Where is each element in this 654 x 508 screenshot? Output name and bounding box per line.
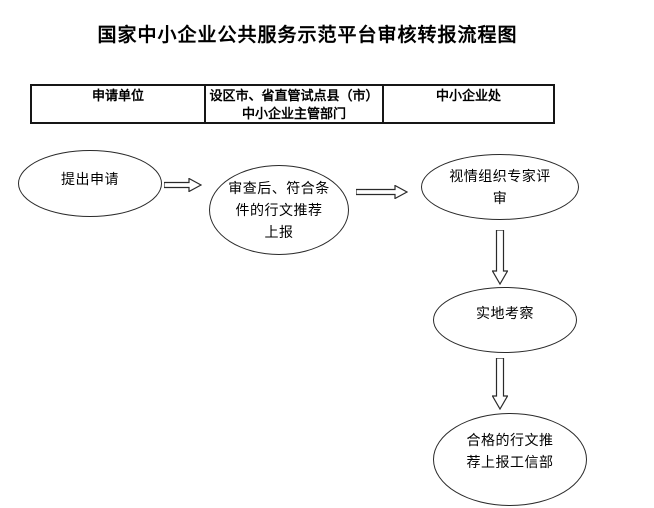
flow-node-label: 审查后、符合条 件的行文推荐 上报 <box>228 180 330 240</box>
flow-node-expert-evaluation: 视情组织专家评 审 <box>421 154 579 220</box>
lane-header-table: 申请单位 设区市、省直管试点县（市） 中小企业主管部门 中小企业处 <box>30 84 555 124</box>
flow-node-submit-application: 提出申请 <box>18 150 162 217</box>
flow-node-review-recommend: 审查后、符合条 件的行文推荐 上报 <box>209 165 349 255</box>
arrow-down-icon <box>492 230 508 285</box>
flow-node-label: 合格的行文推 荐上报工信部 <box>466 431 554 470</box>
flow-node-label: 实地考察 <box>476 305 534 321</box>
flow-node-site-inspection: 实地考察 <box>433 287 577 353</box>
flow-node-report-to-miit: 合格的行文推 荐上报工信部 <box>433 413 587 506</box>
arrow-right-icon <box>164 178 202 192</box>
flow-node-label: 视情组织专家评 审 <box>449 168 551 206</box>
arrow-right-icon <box>356 185 408 199</box>
lane-header-applicant: 申请单位 <box>91 88 144 103</box>
flow-node-label: 提出申请 <box>61 170 119 187</box>
lane-header-local-sme-dept: 设区市、省直管试点县（市） 中小企业主管部门 <box>204 86 384 122</box>
page-title: 国家中小企业公共服务示范平台审核转报流程图 <box>97 25 518 46</box>
lane-header-sme-division: 中小企业处 <box>435 88 501 103</box>
arrow-down-icon <box>492 358 508 410</box>
